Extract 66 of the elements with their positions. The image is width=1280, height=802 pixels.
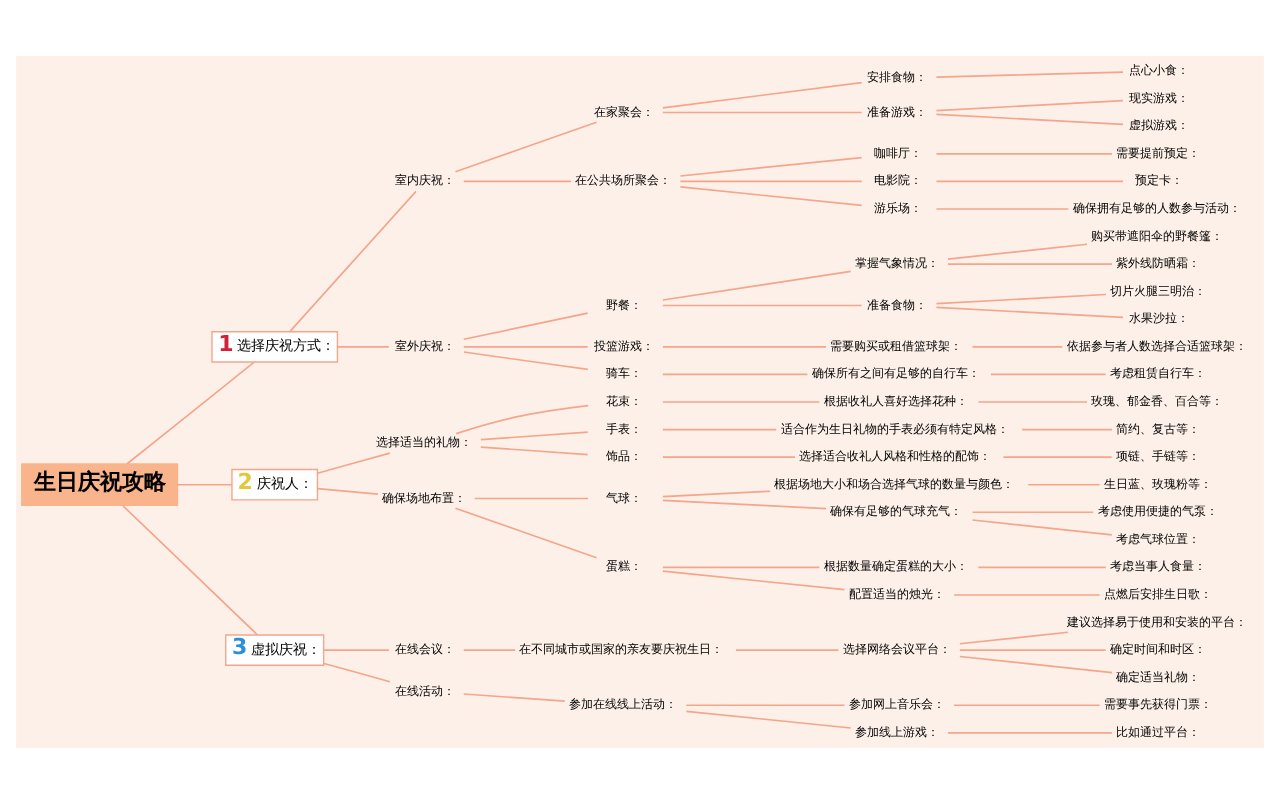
connector	[662, 569, 846, 590]
connector	[662, 345, 827, 347]
connector	[959, 630, 1069, 644]
connector	[947, 731, 1113, 733]
connector	[971, 518, 1113, 535]
connector	[122, 503, 259, 635]
connector	[316, 451, 391, 473]
connector	[454, 120, 598, 172]
connector	[679, 179, 863, 182]
connector	[971, 345, 1064, 347]
connector	[735, 648, 840, 650]
connector	[953, 703, 1101, 706]
connector	[323, 648, 390, 650]
connector	[462, 179, 572, 182]
connector	[1027, 482, 1101, 485]
connector	[977, 565, 1107, 568]
connector	[473, 496, 589, 499]
connector	[462, 648, 517, 650]
node-box: 生日庆祝攻略	[21, 462, 179, 506]
connector	[947, 262, 1113, 264]
connector	[316, 486, 379, 494]
connector	[463, 350, 589, 370]
connector	[462, 692, 566, 701]
connector	[462, 311, 589, 340]
connector	[662, 303, 863, 306]
connector	[935, 152, 1113, 154]
connector	[679, 185, 863, 206]
connector	[1002, 455, 1113, 457]
connector	[679, 155, 863, 176]
connector	[662, 80, 863, 108]
connector	[935, 292, 1107, 304]
connector	[323, 661, 391, 682]
connector	[289, 189, 417, 332]
connector	[126, 360, 255, 464]
connector	[662, 455, 796, 457]
connector	[662, 372, 809, 375]
connector	[971, 510, 1094, 513]
connector	[935, 179, 1124, 182]
connector	[953, 593, 1101, 595]
connector	[935, 112, 1124, 125]
connector	[990, 372, 1107, 375]
connector	[1021, 427, 1113, 430]
connector	[959, 654, 1113, 673]
connector	[480, 430, 589, 440]
connector	[662, 110, 863, 113]
connector	[959, 648, 1107, 650]
connector	[977, 400, 1088, 402]
connector	[662, 400, 821, 402]
connector	[336, 345, 390, 347]
connector	[685, 703, 846, 706]
connector	[662, 498, 827, 509]
connector	[685, 709, 852, 728]
connector	[454, 506, 598, 558]
connector	[480, 445, 589, 455]
connector	[935, 98, 1124, 111]
connector	[662, 269, 852, 300]
connector	[935, 207, 1070, 209]
connector	[947, 242, 1088, 259]
connector	[935, 305, 1124, 318]
connector	[455, 403, 589, 434]
connector	[176, 482, 233, 485]
connector	[662, 565, 821, 568]
connector	[462, 345, 589, 347]
connector	[662, 489, 771, 497]
connector	[662, 427, 778, 430]
connector	[935, 70, 1124, 77]
